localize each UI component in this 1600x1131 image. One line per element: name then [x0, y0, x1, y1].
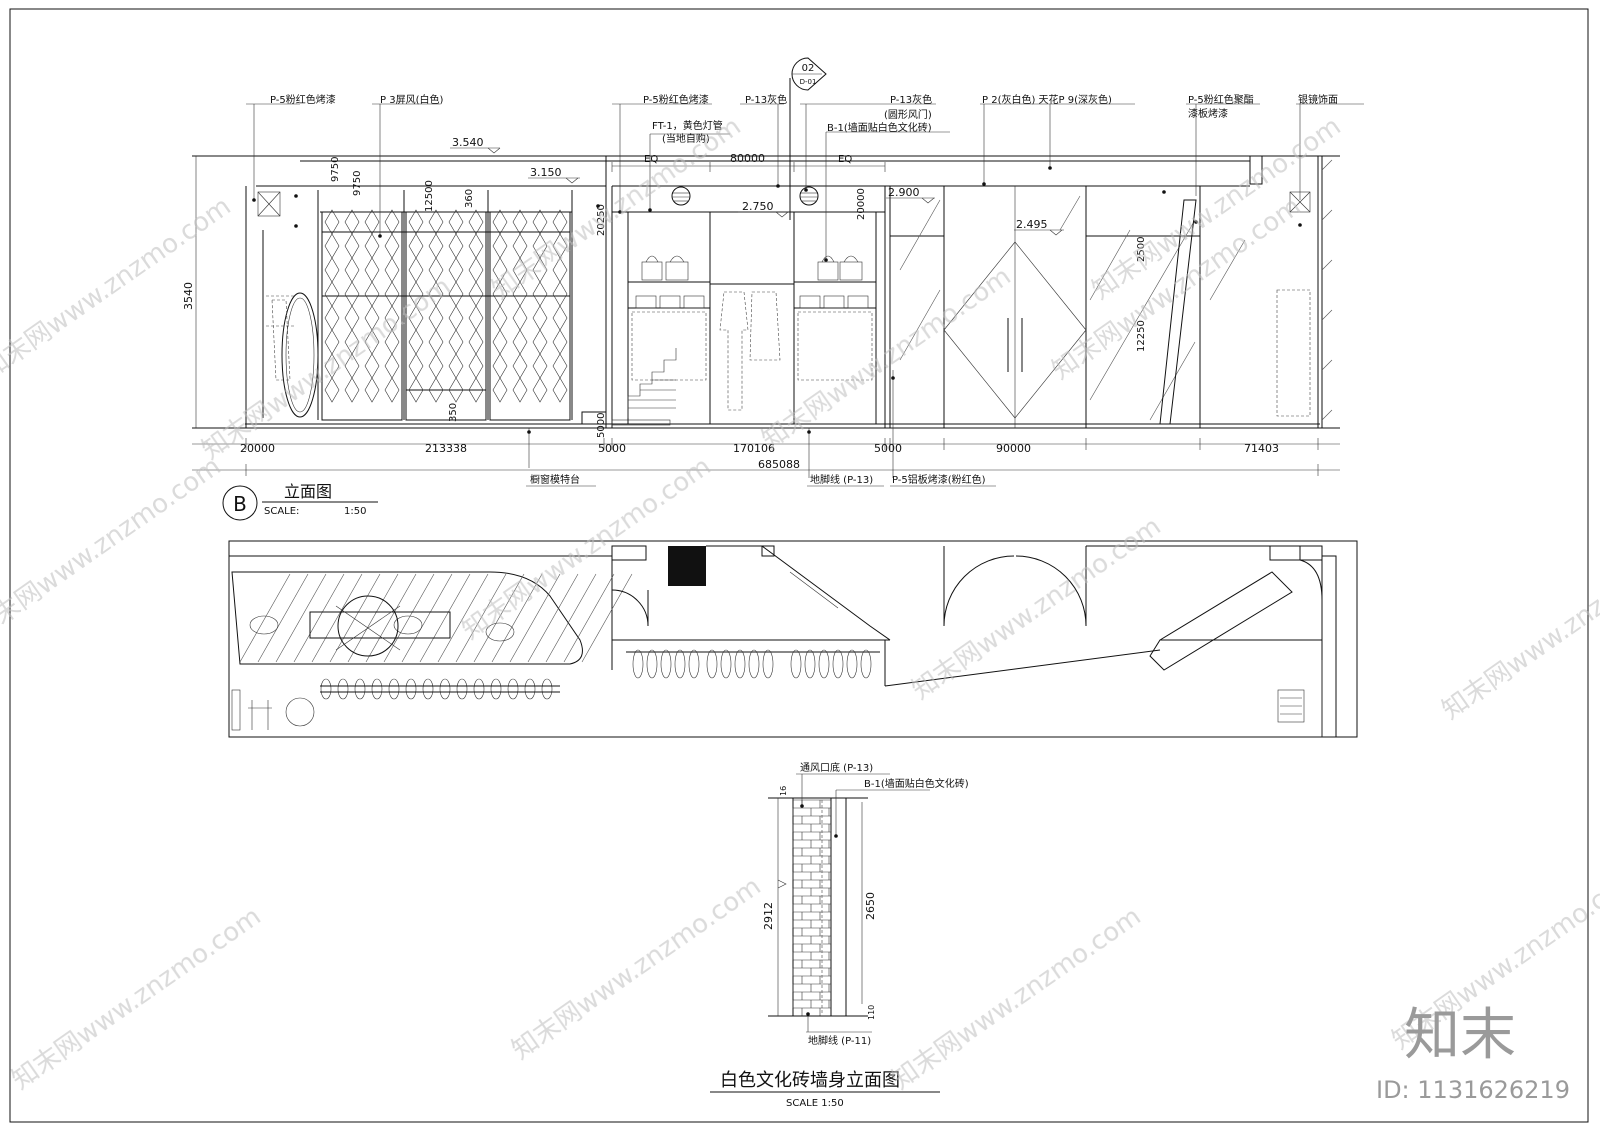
callout-aluminum-panel: P-5铝板烤漆(粉红色) — [892, 473, 986, 486]
callout-dots — [252, 166, 1302, 434]
dim-5000-right: 5000 — [874, 442, 902, 455]
brick-label-white-brick: B-1(墙面贴白色文化砖) — [864, 777, 969, 790]
level-2750: 2.750 — [742, 200, 774, 213]
callout-yellow-lamp: FT-1，黄色灯管 — [652, 119, 723, 132]
dim-80000: 80000 — [730, 152, 765, 165]
watermark-text: 知末网www.znzmo.com — [0, 451, 227, 645]
callout-round-vent: (圆形风门) — [884, 108, 932, 121]
scale-label: SCALE: — [264, 506, 299, 517]
dim-12250: 12250 — [1136, 320, 1147, 352]
callout-pink-polyester: P-5粉红色聚酯 — [1188, 93, 1254, 106]
sheet-border — [9, 8, 1589, 1123]
level-3150: 3.150 — [530, 166, 562, 179]
scale-value: 1:50 — [344, 506, 366, 517]
callout-grey-2: P-13灰色 — [890, 93, 932, 106]
watermark-text: 知末网www.znzmo.com — [1437, 531, 1600, 725]
brick-dim-16: 16 — [779, 786, 788, 796]
watermark-brand: 知末 — [1404, 1003, 1516, 1068]
brick-label-vent-bottom: 通风口底 (P-13) — [800, 761, 873, 774]
watermark-text: 知末网www.znzmo.com — [0, 191, 237, 385]
watermark-text: 知末网www.znzmo.com — [507, 871, 767, 1065]
glass-doors — [890, 159, 1333, 428]
dim-9750-b: 9750 — [352, 171, 363, 196]
watermark-id: ID: 1131626219 — [1376, 1076, 1570, 1104]
callout-local-purchase: (当地自购) — [662, 132, 710, 145]
dim-eq-right: EQ — [838, 154, 852, 165]
brick-wall-scale: SCALE 1:50 — [786, 1098, 844, 1109]
level-marks — [450, 147, 1064, 236]
callout-leaders — [246, 103, 1364, 478]
callout-white-brick: B-1(墙面贴白色文化砖) — [827, 121, 932, 134]
dim-350: 350 — [448, 403, 459, 422]
callout-white-screen: P 3屏风(白色) — [380, 93, 443, 106]
watermark-text: 知末网www.znzmo.com — [757, 261, 1017, 455]
level-2900: 2.900 — [888, 186, 920, 199]
level-2495: 2.495 — [1016, 218, 1048, 231]
brick-dim-110: 110 — [867, 1005, 876, 1020]
callout-ceiling-colors: P 2(灰白色) 天花P 9(深灰色) — [982, 93, 1112, 106]
dim-9750-a: 9750 — [330, 157, 341, 182]
dim-170106: 170106 — [733, 442, 775, 455]
dim-213338: 213338 — [425, 442, 467, 455]
elevation-mark-letter: B — [233, 492, 247, 516]
watermark-text: 知末网www.znzmo.com — [7, 901, 267, 1095]
watermark-text: 知末网www.znzmo.com — [487, 111, 747, 305]
watermark-text: 知末网www.znzmo.com — [887, 901, 1147, 1095]
section-marker-top: 02 — [802, 63, 815, 74]
dim-20000-bottom: 20000 — [240, 442, 275, 455]
watermark-text: 知末网www.znzmo.com — [197, 271, 457, 465]
brick-wall-elevation: 通风口底 (P-13) B-1(墙面贴白色文化砖) 地脚线 (P-11) 291… — [710, 761, 969, 1109]
dim-eq-left: EQ — [644, 154, 658, 165]
dim-71403: 71403 — [1244, 442, 1279, 455]
callout-pink-lacquer-2: P-5粉红色烤漆 — [643, 93, 709, 106]
callout-skirting-p13: 地脚线 (P-13) — [810, 473, 873, 486]
section-marker-bottom: D-01 — [800, 78, 817, 86]
dim-360: 360 — [464, 189, 475, 208]
brick-wall-title: 白色文化砖墙身立面图 — [720, 1070, 900, 1091]
elevation-b: 02 D-01 P-5粉红色烤 — [182, 57, 1364, 521]
brick-dim-2912: 2912 — [762, 902, 775, 930]
screen-panels — [317, 190, 573, 421]
elevation-title: 立面图 — [284, 482, 332, 501]
level-3540: 3.540 — [452, 136, 484, 149]
brick-dim-2650: 2650 — [864, 892, 877, 920]
callout-board-lacquer: 漆板烤漆 — [1188, 107, 1228, 120]
callout-silver-mirror: 银镜饰面 — [1298, 93, 1338, 106]
callout-window-model-stage: 橱窗模特台 — [530, 473, 580, 486]
floor-plan — [228, 540, 1358, 738]
callout-pink-lacquer-1: P-5粉红色烤漆 — [270, 93, 336, 106]
dim-height-3540: 3540 — [182, 282, 195, 310]
dim-12500: 12500 — [424, 180, 435, 212]
callout-grey-1: P-13灰色 — [745, 93, 787, 106]
dim-20000: 20000 — [856, 188, 867, 220]
dim-5000-vertical: 5000 — [596, 413, 607, 438]
section-marker: 02 D-01 — [789, 57, 827, 220]
brick-label-skirting: 地脚线 (P-11) — [808, 1034, 871, 1047]
dim-90000: 90000 — [996, 442, 1031, 455]
dim-2500: 2500 — [1136, 237, 1147, 262]
dim-5000-left: 5000 — [598, 442, 626, 455]
dim-685088: 685088 — [758, 458, 800, 471]
dim-20250: 20250 — [596, 204, 607, 236]
